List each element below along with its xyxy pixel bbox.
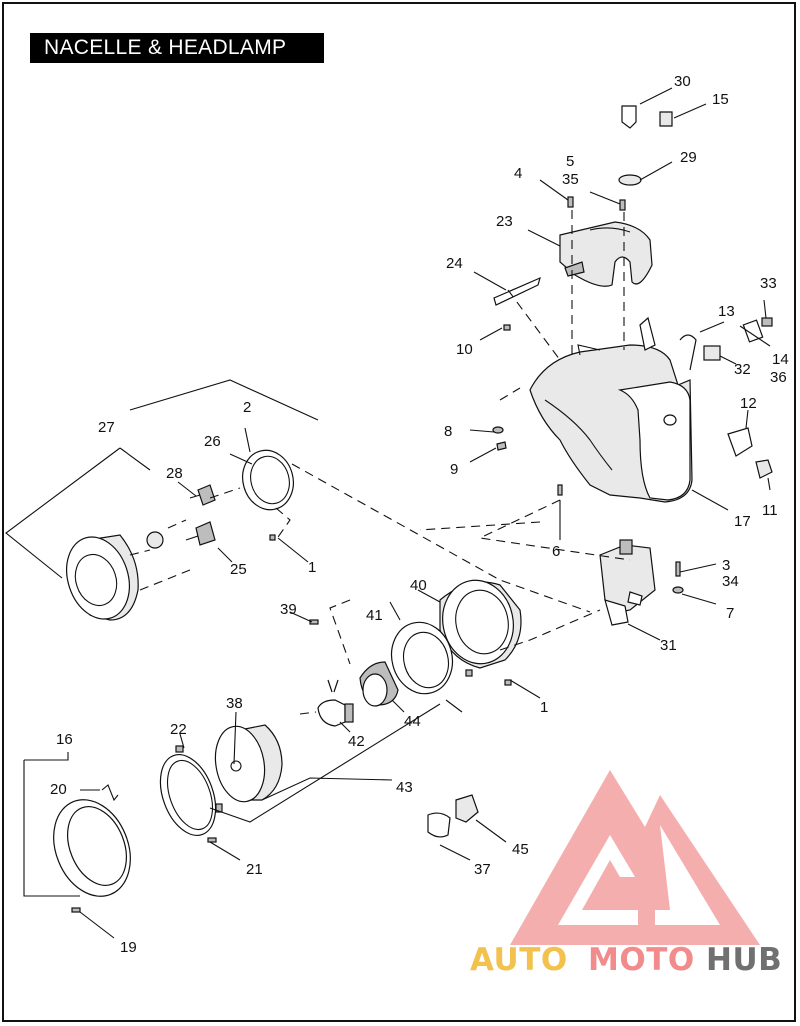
callout-10: 10 — [456, 341, 473, 358]
callout-37: 37 — [474, 861, 491, 878]
retaining-ring — [159, 754, 217, 836]
watermark-logo-icon — [510, 770, 760, 945]
callout-36: 36 — [770, 369, 787, 386]
callout-27: 27 — [98, 419, 115, 436]
bulb-socket — [359, 661, 399, 707]
callout-1b: 1 — [308, 559, 316, 576]
callout-3: 3 — [722, 557, 730, 574]
halogen-bulb — [317, 679, 354, 727]
watermark-brand-hub: HUB — [706, 942, 782, 978]
callout-34: 34 — [722, 573, 739, 590]
callout-43: 43 — [396, 779, 413, 796]
sealed-beam-assembly — [66, 531, 164, 621]
trim-ring — [53, 799, 131, 897]
callout-40: 40 — [410, 577, 427, 594]
headlamp-shell — [439, 579, 522, 669]
callout-5: 5 — [566, 153, 574, 170]
callout-29: 29 — [680, 149, 697, 166]
headlamp-mount-bracket — [599, 539, 656, 626]
callout-24: 24 — [446, 255, 463, 272]
leader-lines — [5, 87, 771, 939]
callout-44: 44 — [404, 713, 421, 730]
callout-42: 42 — [348, 733, 365, 750]
callout-2: 2 — [243, 399, 251, 416]
callout-6: 6 — [552, 543, 560, 560]
automotohub-watermark: AUTO MOTO HUB — [470, 770, 782, 978]
callout-12: 12 — [740, 395, 757, 412]
mounting-ring-26 — [242, 449, 294, 511]
small-hardware — [71, 105, 773, 913]
callout-16: 16 — [56, 731, 73, 748]
callout-33: 33 — [760, 275, 777, 292]
nacelle-top-cap — [559, 221, 653, 287]
watermark-brand-auto: AUTO — [470, 942, 568, 978]
bulb-28 — [189, 484, 216, 506]
callout-11: 11 — [762, 502, 778, 519]
callout-30: 30 — [674, 73, 691, 90]
callout-9: 9 — [450, 461, 458, 478]
sealed-beam-lamp — [214, 724, 283, 803]
callout-45: 45 — [512, 841, 529, 858]
callout-32: 32 — [734, 361, 751, 378]
callout-28: 28 — [166, 465, 183, 482]
callout-22: 22 — [170, 721, 187, 738]
assembly-dash-lines — [129, 210, 631, 715]
callout-7: 7 — [726, 605, 734, 622]
callout-38: 38 — [226, 695, 243, 712]
lens-reflector — [390, 621, 454, 695]
callout-20: 20 — [50, 781, 67, 798]
callout-17: 17 — [734, 513, 751, 530]
callout-4: 4 — [514, 165, 522, 182]
callout-13: 13 — [718, 303, 735, 320]
callout-41: 41 — [366, 607, 383, 624]
bulb-25 — [185, 521, 216, 546]
callout-39: 39 — [280, 601, 297, 618]
watermark-brand-moto: MOTO — [588, 942, 695, 978]
callout-23: 23 — [496, 213, 513, 230]
callout-15: 15 — [712, 91, 729, 108]
callout-21: 21 — [246, 861, 263, 878]
callout-19: 19 — [120, 939, 137, 956]
callout-25: 25 — [230, 561, 247, 578]
callout-1a: 1 — [540, 699, 548, 716]
callout-31: 31 — [660, 637, 677, 654]
callout-35: 35 — [562, 171, 579, 188]
callout-26: 26 — [204, 433, 221, 450]
callout-14: 14 — [772, 351, 789, 368]
nacelle-body — [529, 316, 693, 503]
callout-8: 8 — [444, 423, 452, 440]
diagram-title: NACELLE & HEADLAMP — [30, 33, 324, 63]
callout-labels: 1 1 2 3 34 4 5 35 6 7 8 9 10 11 12 13 14… — [50, 73, 789, 956]
